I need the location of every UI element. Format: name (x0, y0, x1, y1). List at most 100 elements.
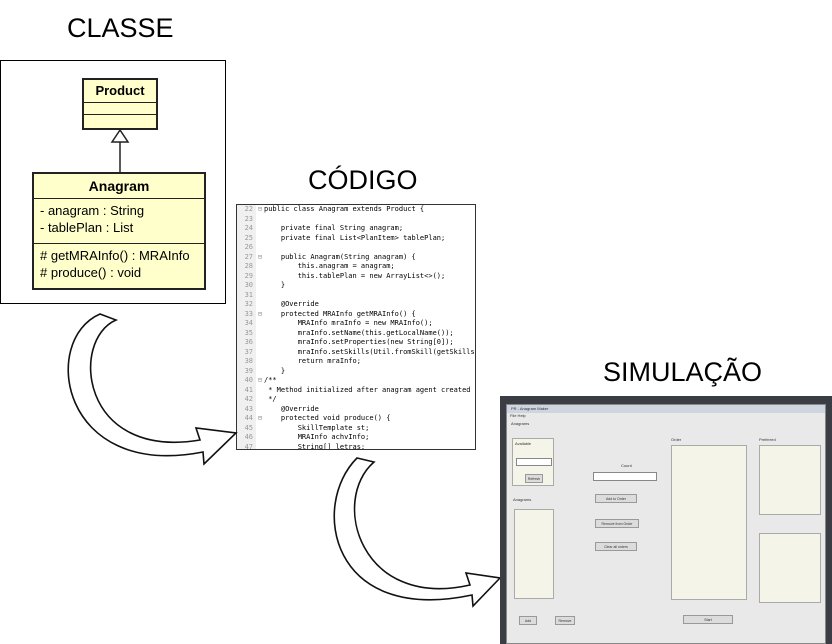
code-text: mraInfo.setSkills(Util.fromSkill(getSkil… (264, 347, 475, 356)
available-input[interactable] (516, 458, 552, 466)
window-title: PR - Anagram Maker (507, 405, 825, 413)
remove-from-order-button[interactable]: Remove from Order (595, 519, 639, 528)
code-text: this.anagram = anagram; (264, 262, 395, 270)
line-number: 24 (237, 224, 256, 234)
line-number: 22 (237, 205, 256, 215)
code-line: 23 (237, 214, 475, 224)
code-line: 33⊟ protected MRAInfo getMRAInfo() { (237, 309, 475, 319)
line-number: 38 (237, 357, 256, 367)
line-number: 36 (237, 338, 256, 348)
uml-attributes: - anagram : String - tablePlan : List (34, 199, 204, 244)
fold-marker[interactable]: ⊟ (257, 252, 263, 261)
code-line: 38 return mraInfo; (237, 357, 475, 367)
line-number: 23 (237, 214, 256, 224)
code-text: mraInfo.setProperties(new String[0]); (264, 338, 454, 346)
code-text: protected MRAInfo getMRAInfo() { (264, 309, 416, 318)
line-number: 28 (237, 262, 256, 272)
uml-class-name: Product (84, 80, 156, 103)
code-line: 47 String[] letras; (237, 442, 475, 449)
preferred-label: Preferred (759, 437, 776, 442)
code-text: @Override (264, 300, 319, 308)
code-editor: 22⊟public class Anagram extends Product … (236, 204, 476, 450)
inheritance-arrow (110, 128, 130, 172)
start-button[interactable]: Start (683, 615, 733, 624)
code-line: 31 (237, 290, 475, 300)
line-number: 42 (237, 395, 256, 405)
line-number: 39 (237, 366, 256, 376)
line-number: 31 (237, 290, 256, 300)
anagrams-list-label: Anagrams (513, 497, 532, 502)
code-line: 25 private final List<PlanItem> tablePla… (237, 233, 475, 243)
code-line: 22⊟public class Anagram extends Product … (237, 205, 475, 215)
code-text: MRAInfo achvInfo; (264, 433, 370, 441)
uml-operations: # getMRAInfo() : MRAInfo # produce() : v… (34, 244, 204, 284)
fold-marker[interactable]: ⊟ (257, 376, 263, 384)
code-text: * Method initialized after anagram agent… (264, 385, 471, 394)
code-text: MRAInfo mraInfo = new MRAInfo(); (264, 319, 433, 327)
line-number: 43 (237, 404, 256, 414)
secondary-list[interactable] (759, 533, 821, 603)
add-button[interactable]: Add (519, 616, 537, 625)
line-number: 44 (237, 414, 256, 424)
code-line: 35 mraInfo.setName(this.getLocalName()); (237, 328, 475, 338)
remove-button[interactable]: Remove (555, 616, 575, 625)
available-label: Available (515, 441, 532, 446)
fold-marker[interactable]: ⊟ (257, 414, 263, 422)
code-text: private final List<PlanItem> tablePlan; (264, 233, 446, 242)
line-number: 40 (237, 376, 256, 386)
line-number: 46 (237, 433, 256, 443)
line-number: 41 (237, 385, 256, 395)
line-number: 35 (237, 328, 256, 338)
order-label: Order (671, 437, 682, 442)
line-number: 34 (237, 319, 256, 329)
code-text: @Override (264, 404, 319, 413)
order-list[interactable] (671, 445, 747, 600)
code-line: 24 private final String anagram; (237, 224, 475, 234)
code-line: 32 @Override (237, 300, 475, 310)
heading-simulacao: SIMULAÇÃO (603, 357, 763, 387)
code-text: public Anagram(String anagram) { (264, 252, 416, 261)
refresh-button[interactable]: Refresh (525, 474, 543, 483)
uml-class-product: Product (82, 78, 158, 130)
code-line: 45 SkillTemplate st; (237, 423, 475, 433)
count-spinner[interactable] (593, 472, 657, 481)
uml-attribute: - anagram : String (40, 203, 145, 218)
anagrams-list[interactable] (514, 509, 554, 599)
preferred-list[interactable] (759, 445, 821, 515)
line-number: 33 (237, 309, 256, 319)
uml-attributes-section (84, 103, 156, 115)
code-line: 34 MRAInfo mraInfo = new MRAInfo(); (237, 319, 475, 329)
code-text: /** (264, 376, 277, 384)
add-to-order-button[interactable]: Add to Order (595, 494, 637, 503)
code-line: 41 * Method initialized after anagram ag… (237, 385, 475, 395)
line-number: 37 (237, 347, 256, 357)
line-number: 25 (237, 233, 256, 243)
fold-marker[interactable]: ⊟ (257, 309, 263, 318)
count-label: Count (621, 463, 632, 468)
clear-orders-button[interactable]: Clear all orders (595, 542, 637, 551)
code-line: 40⊟/** (237, 376, 475, 386)
code-text: } (264, 281, 286, 289)
uml-class-diagram: Product Anagram - anagram : String - tab… (0, 60, 226, 304)
code-line: 43 @Override (237, 404, 475, 414)
code-text: } (264, 366, 286, 375)
code-text: return mraInfo; (264, 357, 361, 365)
line-number: 29 (237, 271, 256, 281)
code-text: this.tablePlan = new ArrayList<>(); (264, 271, 446, 280)
code-text: private final String anagram; (264, 224, 404, 232)
code-text: mraInfo.setName(this.getLocalName()); (264, 328, 454, 337)
simulation-photo: PR - Anagram Maker File Help Anagrams Av… (500, 396, 832, 644)
code-line: 29 this.tablePlan = new ArrayList<>(); (237, 271, 475, 281)
heading-codigo: CÓDIGO (308, 165, 418, 195)
code-line: 44⊟ protected void produce() { (237, 414, 475, 424)
code-text: protected void produce() { (264, 414, 391, 422)
code-line: 42 */ (237, 395, 475, 405)
line-number: 26 (237, 243, 256, 253)
code-line: 46 MRAInfo achvInfo; (237, 433, 475, 443)
uml-class-anagram: Anagram - anagram : String - tablePlan :… (32, 172, 206, 290)
fold-marker[interactable]: ⊟ (257, 205, 263, 213)
menu-bar[interactable]: File Help (510, 413, 526, 418)
code-line: 28 this.anagram = anagram; (237, 262, 475, 272)
uml-class-name: Anagram (34, 174, 204, 199)
